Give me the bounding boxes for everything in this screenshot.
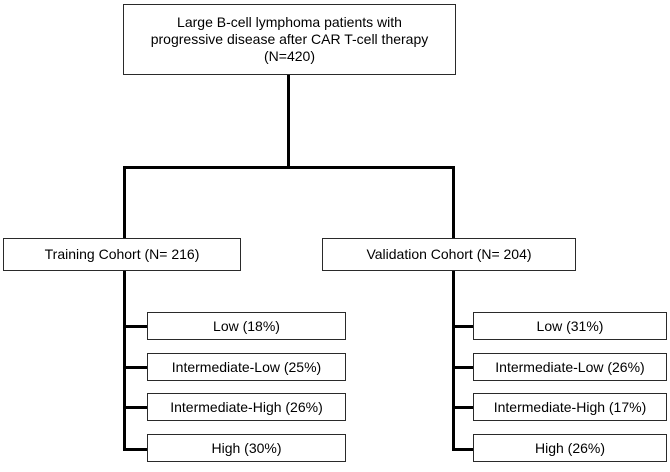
training-spine-connector [123, 271, 126, 451]
validation-spine-connector [452, 271, 455, 451]
validation-group-intermediate-high-label: Intermediate-High (17%) [493, 398, 647, 415]
training-cohort-label: Training Cohort (N= 216) [44, 246, 200, 262]
validation-group-high-label: High (26%) [534, 439, 606, 456]
validation-branch-int-low [452, 366, 473, 369]
training-branch-high [123, 448, 147, 451]
validation-branch-low [452, 325, 473, 328]
split-horizontal-connector [123, 166, 455, 169]
validation-down-connector [452, 166, 455, 238]
root-line-1: Large B-cell lymphoma patients with [177, 14, 402, 30]
validation-cohort-box: Validation Cohort (N= 204) [322, 238, 576, 271]
root-line-3: (N=420) [264, 48, 315, 64]
validation-group-intermediate-low-label: Intermediate-Low (26%) [495, 358, 645, 375]
training-down-connector [123, 166, 126, 238]
validation-branch-int-high [452, 406, 473, 409]
training-cohort-box: Training Cohort (N= 216) [3, 238, 241, 271]
training-branch-int-high [123, 406, 147, 409]
training-group-intermediate-low: Intermediate-Low (25%) [147, 353, 346, 381]
training-group-intermediate-low-label: Intermediate-Low (25%) [171, 358, 322, 375]
validation-cohort-label: Validation Cohort (N= 204) [366, 246, 532, 262]
training-group-intermediate-high-label: Intermediate-High (26%) [170, 398, 323, 415]
training-group-low: Low (18%) [147, 312, 346, 340]
training-group-low-label: Low (18%) [213, 317, 280, 334]
validation-group-low-label: Low (31%) [536, 317, 604, 334]
validation-group-high: High (26%) [473, 434, 667, 462]
root-down-connector [287, 75, 290, 168]
validation-group-intermediate-high: Intermediate-High (17%) [473, 393, 667, 421]
validation-group-low: Low (31%) [473, 312, 667, 340]
validation-group-intermediate-low: Intermediate-Low (26%) [473, 353, 667, 381]
root-line-2: progressive disease after CAR T-cell the… [150, 31, 429, 47]
training-group-intermediate-high: Intermediate-High (26%) [147, 393, 346, 421]
training-group-high-label: High (30%) [211, 439, 282, 456]
validation-branch-high [452, 448, 473, 451]
root-population-box: Large B-cell lymphoma patients with prog… [123, 4, 456, 75]
training-group-high: High (30%) [147, 434, 346, 462]
training-branch-low [123, 325, 147, 328]
training-branch-int-low [123, 366, 147, 369]
